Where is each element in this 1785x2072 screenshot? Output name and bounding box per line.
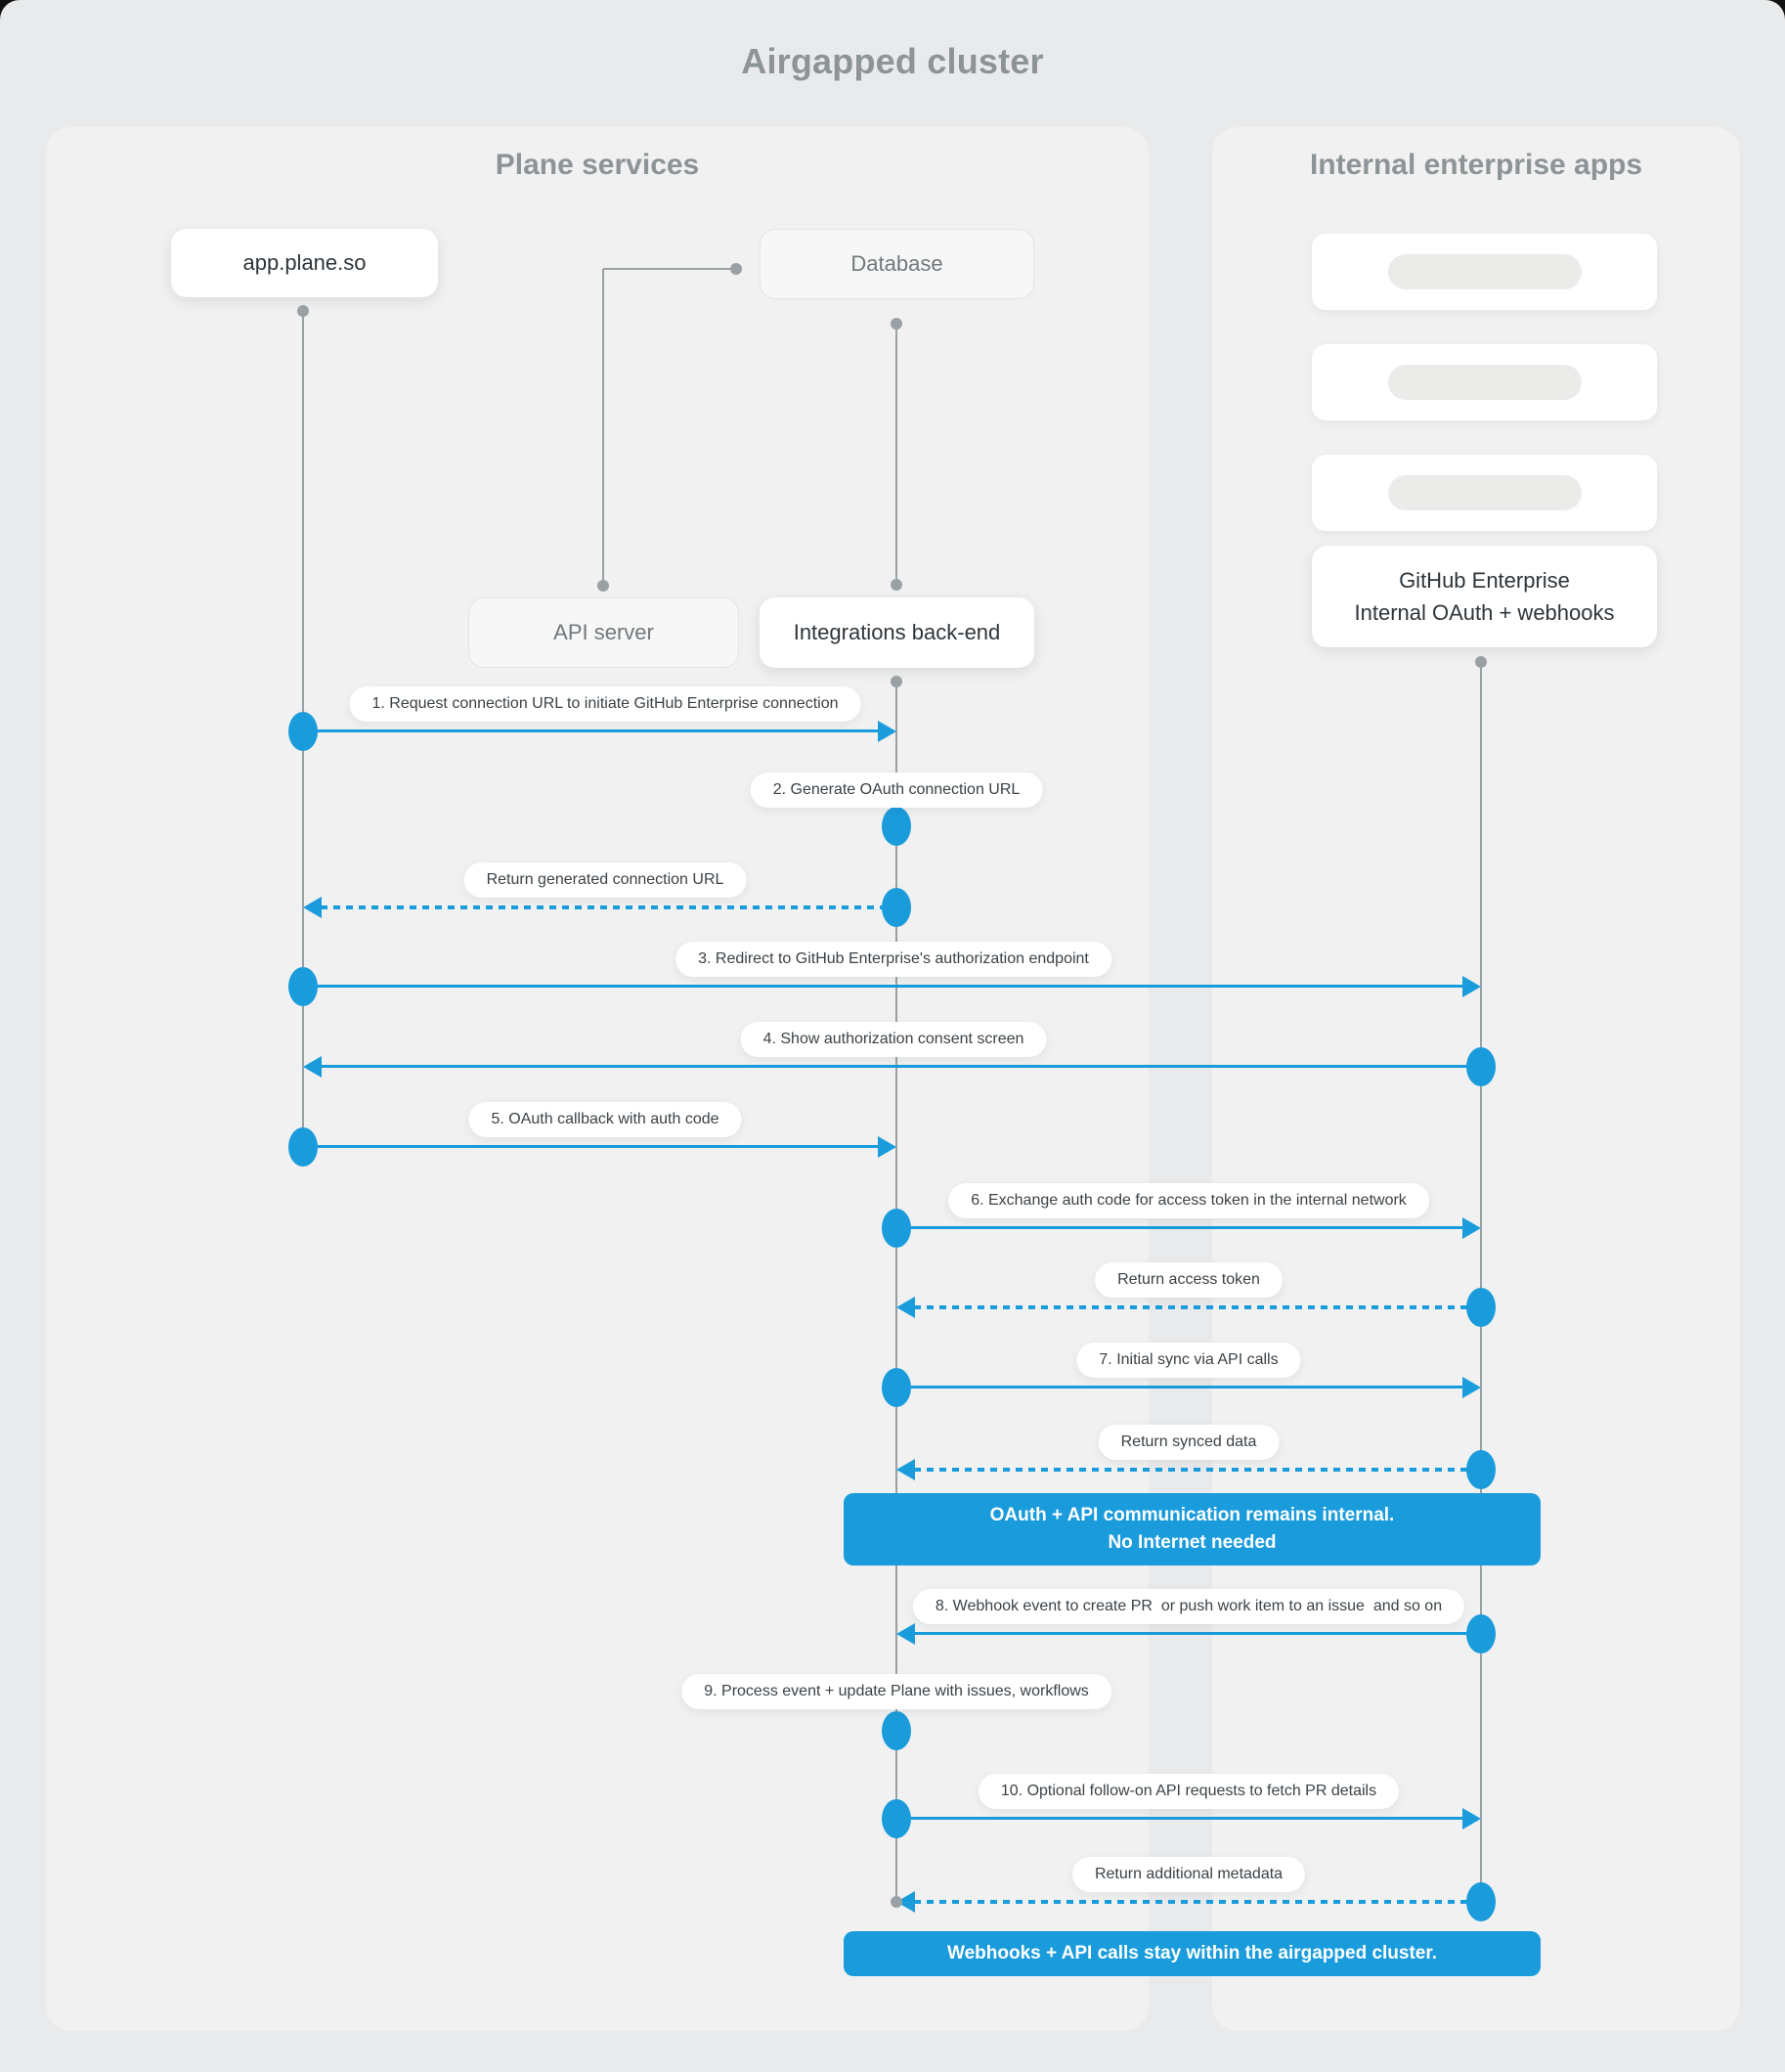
arrow-head-icon bbox=[878, 1136, 896, 1158]
message-4-arrow-line bbox=[303, 985, 1463, 988]
note-banner-internal-communication: OAuth + API communication remains intern… bbox=[844, 1493, 1541, 1565]
arrow-head-icon bbox=[896, 1891, 915, 1913]
message-source-dot bbox=[882, 1209, 911, 1248]
connector-dot bbox=[891, 318, 902, 330]
placeholder-pill bbox=[1387, 475, 1582, 510]
message-13-arrow-line bbox=[896, 1817, 1463, 1820]
message-source-dot bbox=[1466, 1450, 1496, 1489]
message-source-dot bbox=[1466, 1614, 1496, 1653]
lifeline-integrations-backend bbox=[895, 682, 897, 1902]
node-app-plane-so: app.plane.so bbox=[171, 229, 438, 297]
lifeline-github-enterprise bbox=[1480, 662, 1482, 1902]
banner-line2: No Internet needed bbox=[1108, 1532, 1277, 1553]
message-source-dot bbox=[1466, 1882, 1496, 1921]
arrow-head-icon bbox=[303, 1056, 322, 1078]
message-7-arrow-line bbox=[896, 1226, 1463, 1229]
node-label: API server bbox=[553, 620, 654, 644]
message-7-label: 6. Exchange auth code for access token i… bbox=[948, 1183, 1429, 1218]
arrow-head-icon bbox=[1462, 1217, 1481, 1239]
message-5-label: 4. Show authorization consent screen bbox=[740, 1022, 1047, 1057]
message-source-dot bbox=[1466, 1288, 1496, 1327]
placeholder-pill bbox=[1387, 365, 1582, 400]
message-4-label: 3. Redirect to GitHub Enterprise's autho… bbox=[675, 942, 1111, 977]
message-12-label: 9. Process event + update Plane with iss… bbox=[681, 1674, 1111, 1709]
arrow-head-icon bbox=[878, 721, 896, 742]
arrow-head-icon bbox=[1462, 1808, 1481, 1830]
message-8-arrow-line bbox=[914, 1305, 1481, 1309]
arrow-head-icon bbox=[1462, 976, 1481, 997]
placeholder-app-card bbox=[1312, 455, 1657, 531]
message-6-label: 5. OAuth callback with auth code bbox=[468, 1102, 742, 1137]
banner-line1: Webhooks + API calls stay within the air… bbox=[946, 1943, 1437, 1963]
message-source-dot bbox=[288, 1127, 318, 1167]
message-source-dot bbox=[288, 712, 318, 751]
message-8-label: Return access token bbox=[1095, 1262, 1283, 1298]
banner-line1: OAuth + API communication remains intern… bbox=[989, 1505, 1395, 1525]
lifeline-end-dot bbox=[891, 1896, 902, 1908]
message-source-dot bbox=[882, 1799, 911, 1838]
node-label-line1: GitHub Enterprise bbox=[1399, 568, 1570, 593]
message-2-label: 2. Generate OAuth connection URL bbox=[750, 772, 1043, 808]
connector-api-to-database-horizontal bbox=[603, 268, 736, 270]
message-11-arrow-line bbox=[914, 1632, 1481, 1635]
message-1-arrow-line bbox=[303, 729, 879, 732]
node-label: Integrations back-end bbox=[793, 620, 1001, 644]
node-api-server: API server bbox=[468, 597, 739, 668]
panel-header-plane-services: Plane services bbox=[495, 149, 700, 181]
node-database: Database bbox=[760, 229, 1034, 299]
message-self-dot bbox=[882, 807, 911, 846]
arrow-head-icon bbox=[1462, 1377, 1481, 1398]
message-9-label: 7. Initial sync via API calls bbox=[1076, 1343, 1301, 1378]
arrow-head-icon bbox=[896, 1623, 915, 1645]
message-10-arrow-line bbox=[914, 1468, 1481, 1472]
connector-dot bbox=[597, 580, 609, 592]
window-corner-top-left bbox=[0, 0, 20, 20]
placeholder-app-card bbox=[1312, 234, 1657, 310]
message-source-dot bbox=[288, 967, 318, 1006]
message-10-label: Return synced data bbox=[1098, 1425, 1280, 1460]
message-3-arrow-line bbox=[321, 905, 896, 909]
panel-header-internal-apps: Internal enterprise apps bbox=[1309, 149, 1643, 181]
placeholder-pill bbox=[1387, 254, 1582, 289]
node-label: app.plane.so bbox=[242, 250, 367, 275]
message-source-dot bbox=[882, 888, 911, 927]
message-5-arrow-line bbox=[321, 1065, 1481, 1068]
connector-dot bbox=[730, 263, 742, 275]
message-self-dot bbox=[882, 1711, 911, 1750]
message-6-arrow-line bbox=[303, 1145, 879, 1148]
node-integrations-backend: Integrations back-end bbox=[760, 597, 1034, 668]
lifeline-start-dot bbox=[297, 305, 309, 317]
arrow-head-icon bbox=[896, 1459, 915, 1480]
arrow-head-icon bbox=[303, 897, 322, 918]
lifeline-start-dot bbox=[1475, 656, 1487, 668]
message-source-dot bbox=[882, 1368, 911, 1407]
message-source-dot bbox=[1466, 1047, 1496, 1086]
arrow-head-icon bbox=[896, 1297, 915, 1318]
connector-database-to-integrations bbox=[895, 324, 897, 585]
message-9-arrow-line bbox=[896, 1386, 1463, 1389]
window-corner-top-right bbox=[1765, 0, 1785, 20]
message-14-label: Return additional metadata bbox=[1071, 1857, 1306, 1892]
placeholder-app-card bbox=[1312, 344, 1657, 420]
message-11-label: 8. Webhook event to create PR or push wo… bbox=[912, 1589, 1465, 1624]
lifeline-start-dot bbox=[891, 676, 902, 687]
note-banner-airgapped-cluster: Webhooks + API calls stay within the air… bbox=[844, 1931, 1541, 1976]
panel-plane-services bbox=[46, 127, 1149, 2031]
node-label-line2: Internal OAuth + webhooks bbox=[1354, 600, 1615, 625]
node-github-enterprise: GitHub Enterprise Internal OAuth + webho… bbox=[1312, 546, 1657, 647]
page-title: Airgapped cluster bbox=[741, 41, 1044, 81]
message-14-arrow-line bbox=[914, 1900, 1481, 1904]
node-label: Database bbox=[850, 251, 943, 276]
message-13-label: 10. Optional follow-on API requests to f… bbox=[978, 1774, 1400, 1809]
connector-api-to-database-vertical bbox=[602, 269, 604, 586]
message-1-label: 1. Request connection URL to initiate Gi… bbox=[349, 686, 861, 722]
connector-dot bbox=[891, 579, 902, 591]
message-3-label: Return generated connection URL bbox=[463, 862, 747, 898]
